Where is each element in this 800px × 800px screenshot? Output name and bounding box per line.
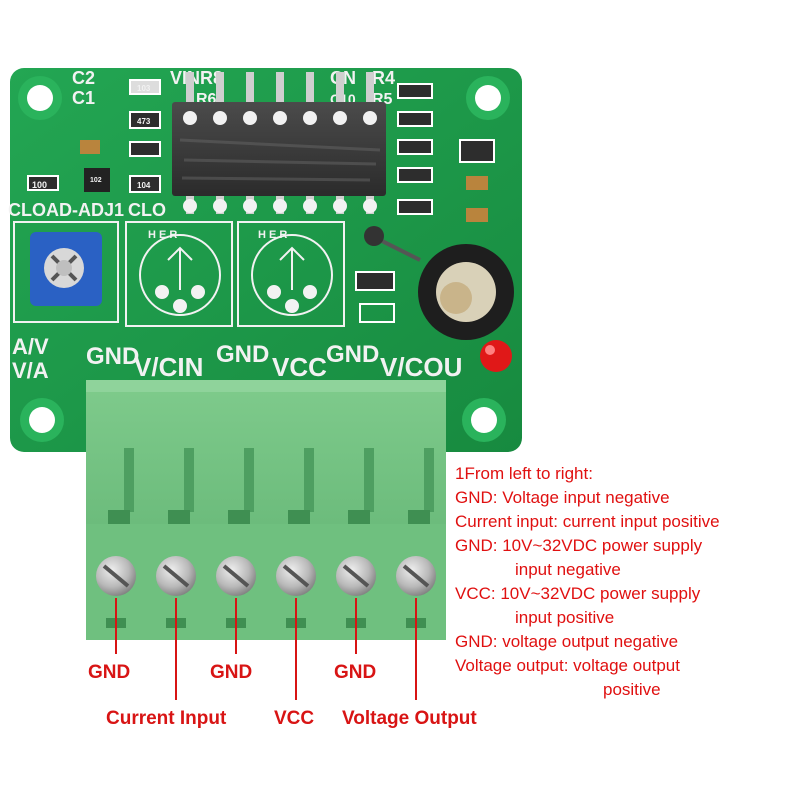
silkscreen-label: V/COU — [380, 352, 462, 382]
silkscreen-label: C2 — [72, 68, 95, 88]
resistor-value: 104 — [137, 181, 151, 190]
ic-chip — [172, 72, 386, 214]
silkscreen-label: GND — [86, 343, 139, 370]
pin-label-vcc: VCC — [274, 708, 315, 729]
description-heading: 1From left to right: — [455, 464, 593, 483]
terminal-screw — [216, 556, 256, 596]
terminal-screw — [396, 556, 436, 596]
silkscreen-label: CLOAD-ADJ1 — [8, 200, 124, 220]
red-led — [480, 340, 512, 372]
blue-potentiometer — [13, 221, 119, 323]
mounting-hole — [462, 398, 506, 442]
pot-footprint — [237, 221, 345, 327]
pin-label-gnd: GND — [88, 662, 131, 683]
resistor-value: 102 — [90, 177, 102, 184]
pin-label-gnd: GND — [334, 662, 377, 683]
pot-footprint — [125, 221, 233, 327]
silkscreen-label: V/A — [12, 358, 49, 383]
silkscreen-label: C1 — [72, 88, 95, 108]
resistor-value: 473 — [137, 117, 151, 126]
pot-letters: H E R — [148, 229, 177, 241]
leader-lines — [115, 598, 417, 700]
terminal-screw — [276, 556, 316, 596]
description-line: input positive — [515, 608, 615, 627]
toroid-inductor — [364, 226, 514, 340]
mounting-hole — [466, 76, 510, 120]
terminal-screw — [96, 556, 136, 596]
description-line: Current input: current input positive — [455, 512, 720, 531]
silkscreen-label: VCC — [272, 352, 327, 382]
mounting-hole — [18, 76, 62, 120]
silkscreen-label: GND — [216, 341, 269, 368]
pcb: 100 103 473 102 104 C2 C1 VINR8 R6 CN R4… — [8, 68, 522, 452]
pin-label-voltage-output: Voltage Output — [342, 708, 477, 729]
silkscreen-label: R4 — [372, 68, 395, 88]
silkscreen-label: VINR8 — [170, 68, 223, 88]
smd-components — [27, 79, 495, 323]
pin-label-current-input: Current Input — [106, 708, 227, 729]
pin-label-gnd: GND — [210, 662, 253, 683]
pot-letters: H E R — [258, 229, 287, 241]
terminal-screw — [156, 556, 196, 596]
description-line: input negative — [515, 560, 621, 579]
terminal-block — [86, 380, 446, 640]
resistor-value: 103 — [137, 84, 151, 93]
description-line: positive — [603, 680, 661, 699]
silkscreen-label: V/CIN — [134, 352, 203, 382]
silkscreen-label: A/V — [12, 334, 49, 359]
description-line: GND: 10V~32VDC power supply — [455, 536, 703, 555]
silkscreen-label: CLO — [128, 200, 166, 220]
description-line: VCC: 10V~32VDC power supply — [455, 584, 701, 603]
description-line: GND: voltage output negative — [455, 632, 679, 651]
silkscreen-label: GND — [326, 341, 379, 368]
description-line: GND: Voltage input negative — [455, 488, 670, 507]
resistor-value: 100 — [32, 180, 47, 190]
terminal-screw — [336, 556, 376, 596]
mounting-hole — [20, 398, 64, 442]
description-line: Voltage output: voltage output — [455, 656, 680, 675]
